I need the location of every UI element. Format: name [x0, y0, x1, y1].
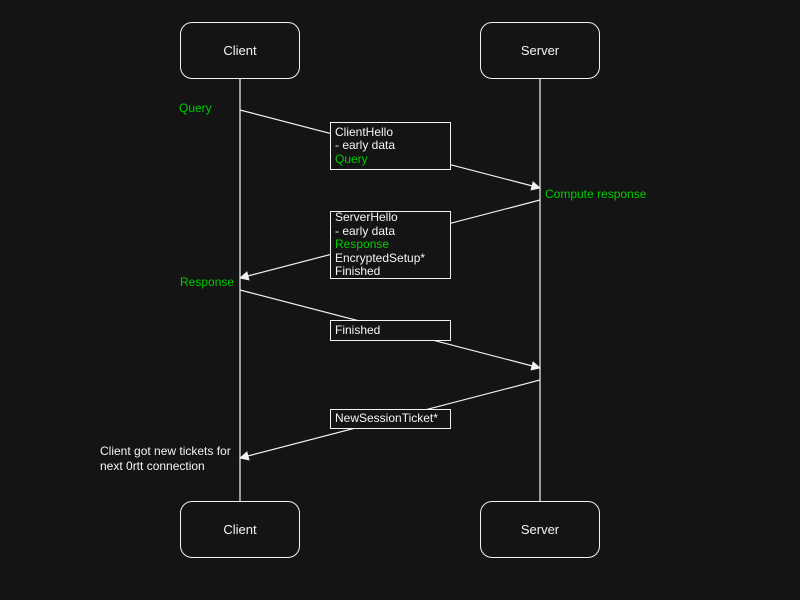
label-query: Query [179, 101, 212, 115]
actor-server-top-label: Server [520, 43, 560, 58]
message-box-clienthello: ClientHello - early data Query [330, 122, 451, 170]
actor-client-bottom-label: Client [223, 522, 257, 537]
message-line: - early data [335, 138, 396, 153]
actor-server-bottom-label: Server [520, 522, 560, 537]
note-line-2: next 0rtt connection [100, 459, 205, 473]
actor-server-bottom: Server [480, 501, 600, 558]
message-line: EncryptedSetup* [335, 250, 426, 265]
note-line-1: Client got new tickets for [100, 444, 231, 458]
note-new-tickets: Client got new tickets for next 0rtt con… [100, 444, 231, 474]
message-line: - early data [335, 223, 396, 238]
actor-server-top: Server [480, 22, 600, 79]
message-line: ServerHello [335, 210, 398, 225]
message-line: NewSessionTicket* [335, 411, 438, 426]
label-compute-response: Compute response [545, 187, 647, 201]
message-line: Query [335, 151, 368, 166]
actor-client-top: Client [180, 22, 300, 79]
label-response: Response [180, 275, 235, 289]
message-box-newsessionticket: NewSessionTicket* [330, 409, 451, 429]
message-line: Finished [335, 322, 381, 337]
message-line: ClientHello [335, 124, 394, 139]
actor-client-top-label: Client [223, 43, 257, 58]
message-line: Finished [335, 264, 381, 279]
message-box-finished: Finished [330, 320, 451, 341]
actor-client-bottom: Client [180, 501, 300, 558]
message-line: Response [335, 237, 390, 252]
message-box-serverhello: ServerHello - early data Response Encryp… [330, 211, 451, 279]
